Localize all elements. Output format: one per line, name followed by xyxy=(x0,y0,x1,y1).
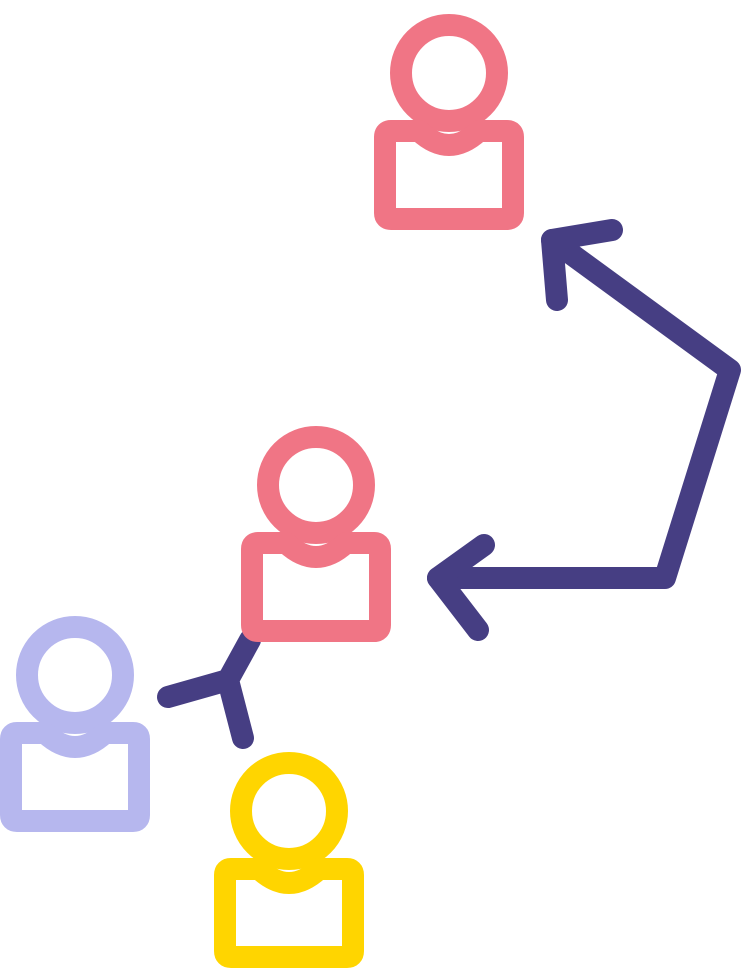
arrow-head-left xyxy=(427,534,495,641)
arrow-head-top xyxy=(541,219,623,311)
person-middle-icon xyxy=(241,426,391,642)
branch-link xyxy=(157,629,261,749)
branch-arm xyxy=(157,669,239,708)
arrow-path xyxy=(427,229,741,589)
person-bottom-icon xyxy=(214,752,364,968)
person-left-icon xyxy=(0,616,150,832)
bent-arrow xyxy=(427,219,741,641)
person-top-icon xyxy=(374,14,524,230)
